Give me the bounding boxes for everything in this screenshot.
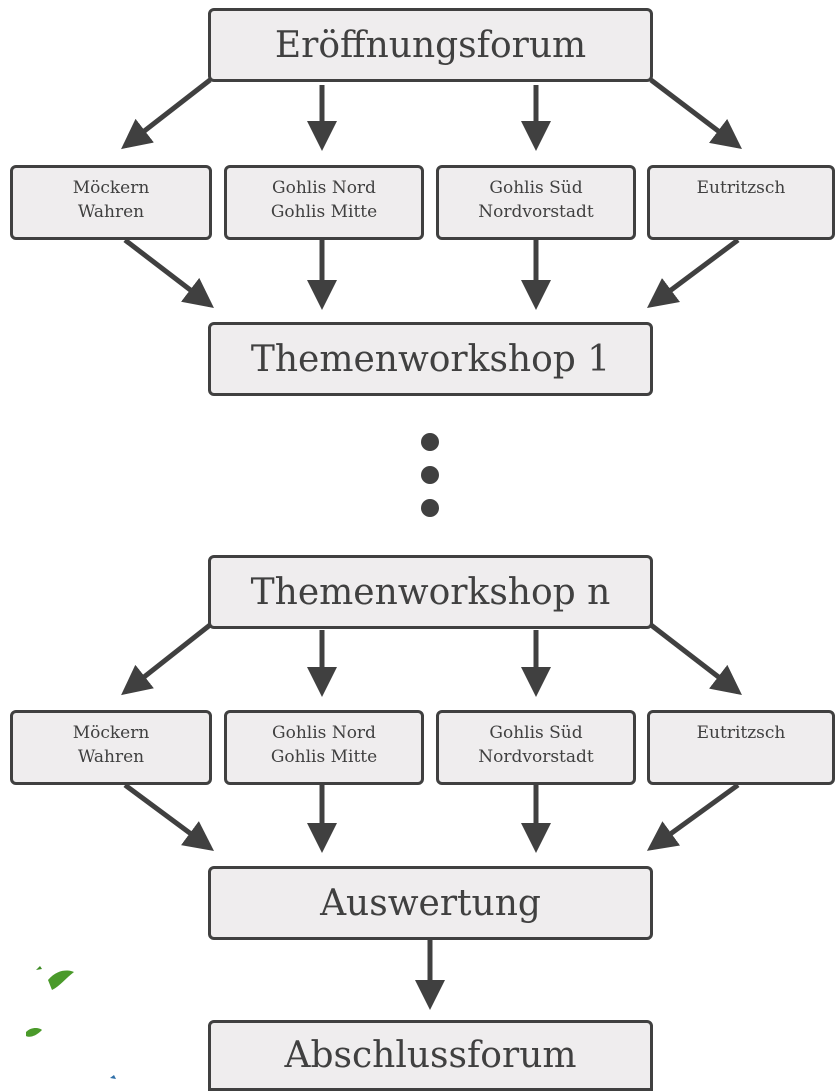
district-box-gohlis-sued-nordvorstadt-1: Gohlis Süd Nordvorstadt	[436, 165, 636, 240]
arrow-twn-to-district-4	[649, 623, 742, 696]
district-label-line1: Gohlis Süd	[489, 178, 583, 198]
district-label-line1: Gohlis Nord	[272, 178, 376, 198]
district-label-line1: Gohlis Nord	[272, 723, 376, 743]
district-label-line2: Gohlis Mitte	[270, 747, 378, 767]
district-label-line2: Wahren	[77, 202, 145, 222]
node-abschlussforum-label: Abschlussforum	[284, 1035, 577, 1076]
arrow-eroeffnung-to-district-4	[649, 78, 742, 150]
node-eroeffnungsforum-label: Eröffnungsforum	[274, 24, 587, 66]
district-label-line2: Nordvorstadt	[478, 202, 594, 222]
leaf-icon	[26, 1028, 42, 1037]
leaf-decoration	[26, 966, 116, 1079]
node-themenworkshop-1: Themenworkshop 1	[208, 322, 653, 396]
district-label-line1: Eutritzsch	[696, 723, 786, 743]
ellipsis-dot-1	[421, 433, 439, 451]
arrow-eroeffnung-to-district-1	[121, 78, 212, 150]
district-label-line1: Möckern	[72, 723, 150, 743]
node-abschlussforum: Abschlussforum	[208, 1020, 653, 1091]
district-box-gohlis-nord-mitte-1: Gohlis Nord Gohlis Mitte	[224, 165, 424, 240]
node-themenworkshop-n-label: Themenworkshop n	[250, 571, 611, 613]
district-label-line1: Eutritzsch	[696, 178, 786, 198]
arrow-district-4-to-auswertung	[646, 782, 740, 851]
district-label-line1: Möckern	[72, 178, 150, 198]
ellipsis-dot-3	[421, 499, 439, 517]
leaf-icon	[110, 1075, 116, 1079]
district-box-gohlis-sued-nordvorstadt-2: Gohlis Süd Nordvorstadt	[436, 710, 636, 785]
district-box-gohlis-nord-mitte-2: Gohlis Nord Gohlis Mitte	[224, 710, 424, 785]
ellipsis-dot-2	[421, 466, 439, 484]
district-box-moeckern-wahren-2: Möckern Wahren	[10, 710, 212, 785]
leaf-icon	[48, 970, 74, 990]
district-label-line2: Wahren	[77, 747, 145, 767]
district-box-eutritzsch-2: Eutritzsch	[647, 710, 835, 785]
node-themenworkshop-n: Themenworkshop n	[208, 555, 653, 629]
arrow-district-4-to-tw1	[646, 237, 740, 308]
node-themenworkshop-1-label: Themenworkshop 1	[250, 338, 611, 380]
arrow-district-1-to-auswertung	[123, 782, 215, 851]
district-label-line1: Gohlis Süd	[489, 723, 583, 743]
district-label-line2: Gohlis Mitte	[270, 202, 378, 222]
district-label-line2: Nordvorstadt	[478, 747, 594, 767]
leaf-icon	[36, 966, 42, 970]
district-box-eutritzsch-1: Eutritzsch	[647, 165, 835, 240]
arrow-district-1-to-tw1	[123, 238, 214, 309]
node-eroeffnungsforum: Eröffnungsforum	[208, 8, 653, 82]
district-box-moeckern-wahren-1: Möckern Wahren	[10, 165, 212, 240]
node-auswertung: Auswertung	[208, 866, 653, 940]
node-auswertung-label: Auswertung	[320, 882, 541, 924]
arrow-twn-to-district-1	[121, 623, 212, 696]
